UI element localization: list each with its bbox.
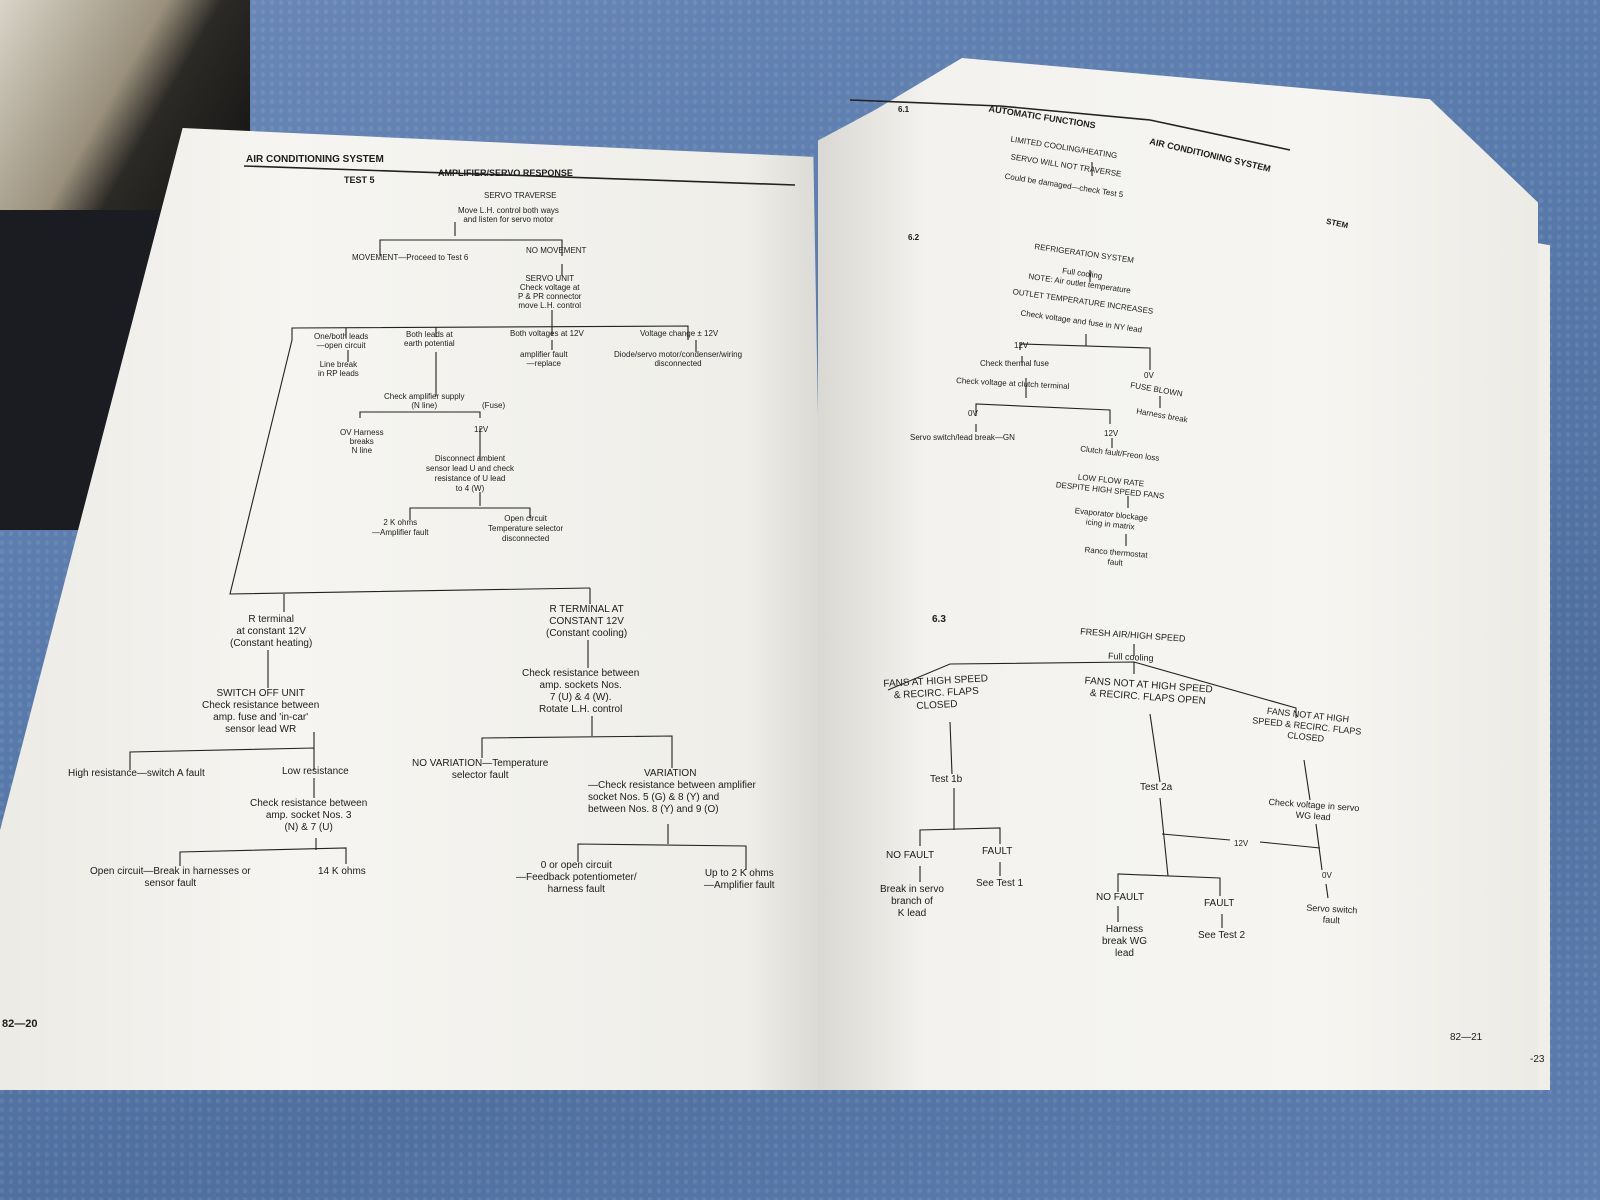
variation-check: —Check resistance between amplifier sock… — [588, 780, 756, 815]
twelve-v-clutch: 12V — [1104, 429, 1119, 438]
amplifier-fault-replace: amplifier fault —replace — [520, 350, 568, 368]
two-k-ohms: 2 K ohms —Amplifier fault — [372, 518, 429, 537]
next-page-number-fragment: -23 — [1530, 1054, 1545, 1065]
twelve-v-6-2: 12V — [1014, 341, 1029, 350]
ov-harness-breaks: OV Harness breaks N line — [340, 428, 384, 455]
servo-unit-node: SERVO UNIT Check voltage at P & PR conne… — [518, 274, 582, 310]
check-sockets-3-7: Check resistance between amp. socket Nos… — [250, 798, 368, 833]
break-servo-branch: Break in servo branch of K lead — [880, 884, 944, 919]
no-fault-1b: NO FAULT — [886, 850, 935, 861]
both-leads-earth: Both leads at earth potential — [404, 330, 455, 348]
test-2a: Test 2a — [1140, 782, 1173, 793]
twelve-v-label: 12V — [474, 425, 489, 434]
test-title: AMPLIFIER/SERVO RESPONSE — [438, 168, 573, 178]
both-voltages-12v: Both voltages at 12V — [510, 329, 584, 338]
fault-2a: FAULT — [1204, 898, 1235, 909]
disconnect-ambient: Disconnect ambient sensor lead U and che… — [426, 454, 515, 493]
no-variation: NO VARIATION—Temperature selector fault — [412, 758, 549, 781]
twelve-v-6-3: 12V — [1234, 839, 1249, 848]
low-resistance: Low resistance — [282, 766, 349, 777]
r-terminal-cooling: R TERMINAL AT CONSTANT 12V (Constant coo… — [546, 604, 628, 639]
move-lh-control: Move L.H. control both ways and listen f… — [458, 206, 559, 224]
variation: VARIATION — [644, 768, 697, 779]
section-6-1: 6.1 — [898, 105, 910, 114]
servo-traverse: SERVO TRAVERSE — [484, 191, 557, 200]
test-1b: Test 1b — [930, 774, 963, 785]
no-movement-node: NO MOVEMENT — [526, 246, 587, 255]
zero-v-clutch: 0V — [968, 409, 978, 418]
switch-off-unit: SWITCH OFF UNIT Check resistance between… — [202, 688, 320, 735]
fourteen-k-ohms: 14 K ohms — [318, 866, 366, 877]
high-resistance: High resistance—switch A fault — [68, 768, 205, 779]
zero-v-6-2: 0V — [1144, 371, 1154, 380]
check-amp-supply: Check amplifier supply (N line) — [384, 392, 465, 410]
r-terminal-heating: R terminal at constant 12V (Constant hea… — [230, 614, 313, 649]
see-test-2: See Test 2 — [1198, 930, 1246, 941]
left-header: AIR CONDITIONING SYSTEM — [246, 154, 384, 165]
servo-switch-lead: Servo switch/lead break—GN — [910, 433, 1015, 442]
no-fault-2a: NO FAULT — [1096, 892, 1145, 903]
voltage-change: Voltage change ± 12V — [640, 329, 719, 338]
up-to-2k-ohms: Up to 2 K ohms —Amplifier fault — [704, 868, 775, 891]
see-test-1: See Test 1 — [976, 878, 1024, 889]
harness-break-wg: Harness break WG lead — [1102, 924, 1148, 959]
fans-high-closed: FANS AT HIGH SPEED & RECIRC. FLAPS CLOSE… — [883, 673, 989, 713]
servo-switch-fault: Servo switch fault — [1306, 902, 1358, 926]
test-number: TEST 5 — [344, 175, 375, 185]
fault-1b: FAULT — [982, 846, 1013, 857]
right-page — [818, 58, 1538, 1090]
check-resistance-7-4: Check resistance between amp. sockets No… — [522, 668, 640, 715]
right-page-number: 82—21 — [1450, 1032, 1483, 1043]
open-circuit-temp: Open circuit Temperature selector discon… — [488, 514, 564, 543]
fuse-label: (Fuse) — [482, 401, 506, 410]
open-circuit-break: Open circuit—Break in harnesses or senso… — [90, 866, 251, 889]
left-page-number: 82—20 — [2, 1018, 38, 1030]
movement-node: MOVEMENT—Proceed to Test 6 — [352, 253, 469, 262]
section-6-2: 6.2 — [908, 233, 920, 242]
zero-v-6-3: 0V — [1322, 871, 1332, 880]
check-thermal-fuse: Check thermal fuse — [980, 359, 1049, 368]
line-break-rp: Line break in RP leads — [318, 360, 359, 378]
diode-servo-node: Diode/servo motor/condenser/wiring disco… — [614, 350, 743, 368]
full-cooling-6-3: Full cooling — [1107, 650, 1154, 664]
section-6-3: 6.3 — [932, 614, 946, 625]
one-both-leads: One/both leads —open circuit — [314, 332, 369, 350]
zero-open-circuit: 0 or open circuit —Feedback potentiomete… — [516, 860, 637, 895]
